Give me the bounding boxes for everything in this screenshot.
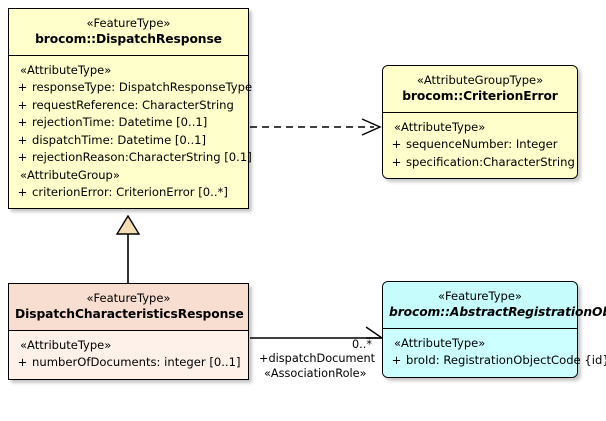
class-box-dispatch-response[interactable]: «FeatureType» brocom::DispatchResponse «… [8, 8, 252, 209]
class-header-dispatch-characteristics-response: «FeatureType» DispatchCharacteristicsRes… [9, 284, 248, 331]
attribute-visibility: + [17, 115, 28, 129]
generalization-dcr-dispatchresponse [115, 214, 141, 283]
class-header-abstract-registration-object: «FeatureType» brocom::AbstractRegistrati… [383, 282, 606, 329]
attribute-signature: responseType: DispatchResponseType [32, 80, 253, 94]
attribute-signature: rejectionTime: Datetime [0..1] [32, 115, 208, 129]
attribute-row[interactable]: + rejectionReason:CharacterString [0.1] [13, 149, 252, 167]
class-stereotype: «FeatureType» [86, 16, 171, 30]
attribute-visibility: + [391, 137, 402, 151]
class-box-abstract-registration-object[interactable]: «FeatureType» brocom::AbstractRegistrati… [382, 281, 606, 378]
attribute-row[interactable]: + responseType: DispatchResponseType [13, 79, 252, 97]
attribute-signature: numberOfDocuments: integer [0..1] [32, 355, 241, 369]
attribute-signature: specification:CharacterString [406, 154, 575, 169]
attribute-row[interactable]: + criterionError: CriterionError [0..*] [13, 184, 244, 202]
class-box-criterion-error[interactable]: «AttributeGroupType» brocom::CriterionEr… [382, 65, 578, 179]
attribute-signature: dispatchTime: Datetime [0..1] [32, 132, 207, 147]
attribute-signature: sequenceNumber: Integer [406, 137, 558, 151]
attribute-row[interactable]: + numberOfDocuments: integer [0..1] [13, 354, 244, 372]
attribute-signature: requestReference: CharacterString [32, 97, 234, 112]
attribute-row[interactable]: + dispatchTime: Datetime [0..1] [13, 132, 244, 150]
compartment-group-label: «AttributeType» [20, 338, 112, 352]
attribute-row[interactable]: + requestReference: CharacterString [13, 97, 244, 115]
generalization-triangle [115, 214, 141, 235]
class-body-abstract-registration-object: «AttributeType» + broId: RegistrationObj… [383, 329, 606, 377]
class-stereotype: «AttributeGroupType» [416, 73, 544, 87]
class-title: brocom::AbstractRegistrationObject [389, 305, 606, 319]
compartment-group-label: «AttributeType» [394, 120, 486, 134]
attribute-visibility: + [17, 184, 28, 199]
attribute-signature: broId: RegistrationObjectCode {id} [406, 353, 606, 367]
class-header-dispatch-response: «FeatureType» brocom::DispatchResponse [9, 9, 248, 56]
attribute-row[interactable]: + broId: RegistrationObjectCode {id} [387, 352, 606, 370]
attribute-row[interactable]: + specification:CharacterString [387, 154, 575, 172]
compartment-group-label: «AttributeType» [394, 336, 486, 350]
attribute-signature: rejectionReason:CharacterString [0.1] [32, 150, 252, 164]
attribute-visibility: + [17, 80, 28, 94]
association-role-stereotype: «AssociationRole» [264, 367, 367, 380]
association-target-multiplicity: 0..* [352, 338, 373, 351]
dependency-arrowhead [361, 118, 382, 136]
attribute-row[interactable]: + rejectionTime: Datetime [0..1] [13, 114, 244, 132]
attribute-visibility: + [17, 97, 28, 112]
class-box-dispatch-characteristics-response[interactable]: «FeatureType» DispatchCharacteristicsRes… [8, 283, 249, 380]
compartment-group-label: «AttributeType» [20, 63, 112, 77]
class-title: brocom::CriterionError [402, 89, 558, 103]
dependency-dispatchresponse-criterionerror [250, 118, 382, 136]
attribute-visibility: + [17, 355, 28, 369]
class-stereotype: «FeatureType» [86, 291, 171, 305]
attribute-signature: criterionError: CriterionError [0..*] [32, 184, 228, 199]
attribute-visibility: + [17, 132, 28, 147]
class-stereotype: «FeatureType» [438, 289, 522, 303]
attribute-visibility: + [391, 154, 402, 169]
attribute-visibility: + [17, 150, 28, 164]
class-body-dispatch-response: «AttributeType» + responseType: Dispatch… [9, 56, 252, 208]
class-title: brocom::DispatchResponse [35, 32, 222, 46]
compartment-group-label: «AttributeGroup» [20, 167, 120, 182]
attribute-row[interactable]: + sequenceNumber: Integer [387, 136, 573, 154]
association-role-name: +dispatchDocument [259, 352, 376, 365]
class-body-criterion-error: «AttributeType» + sequenceNumber: Intege… [383, 113, 577, 178]
attribute-visibility: + [391, 353, 402, 367]
class-header-criterion-error: «AttributeGroupType» brocom::CriterionEr… [383, 66, 577, 113]
class-title: DispatchCharacteristicsResponse [15, 307, 244, 321]
class-body-dispatch-characteristics-response: «AttributeType» + numberOfDocuments: int… [9, 331, 248, 379]
